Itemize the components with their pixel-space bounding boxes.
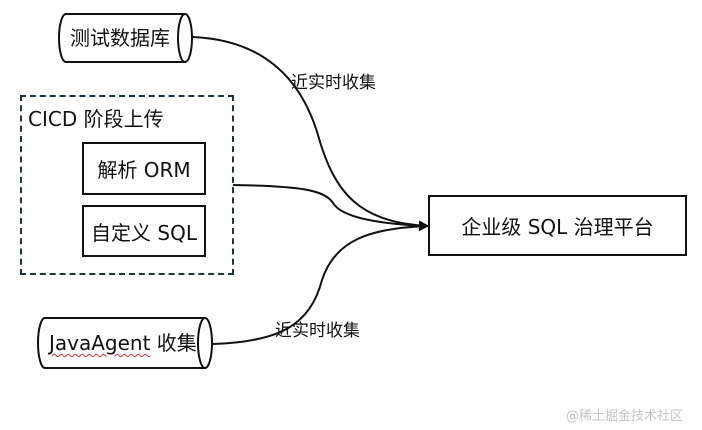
- javaagent-label: JavaAgent 收集: [49, 333, 197, 353]
- custom-sql-label: 自定义 SQL: [91, 220, 197, 245]
- watermark: @稀土掘金技术社区: [566, 409, 684, 424]
- custom-sql-box: 自定义 SQL: [82, 205, 206, 257]
- edge-bottom-label: 近实时收集: [275, 321, 360, 341]
- javaagent-prefix: JavaAgent: [49, 331, 151, 355]
- sql-governance-platform-box: 企业级 SQL 治理平台: [428, 195, 687, 256]
- parse-orm-label: 解析 ORM: [97, 158, 191, 182]
- edge-test-db-to-platform: [192, 36, 429, 231]
- platform-label: 企业级 SQL 治理平台: [461, 215, 654, 239]
- javaagent-suffix: 收集: [150, 331, 197, 355]
- cicd-group: [20, 95, 234, 275]
- edge-top-label: 近实时收集: [291, 73, 376, 93]
- test-db-label: 测试数据库: [70, 26, 170, 50]
- javaagent-cylinder: [37, 317, 213, 369]
- cicd-group-title: CICD 阶段上传: [28, 107, 164, 131]
- test-db-cylinder: [58, 13, 193, 63]
- parse-orm-box: 解析 ORM: [82, 142, 206, 195]
- edge-javaagent-to-platform: [211, 221, 429, 345]
- edge-cicd-to-platform: [232, 184, 429, 231]
